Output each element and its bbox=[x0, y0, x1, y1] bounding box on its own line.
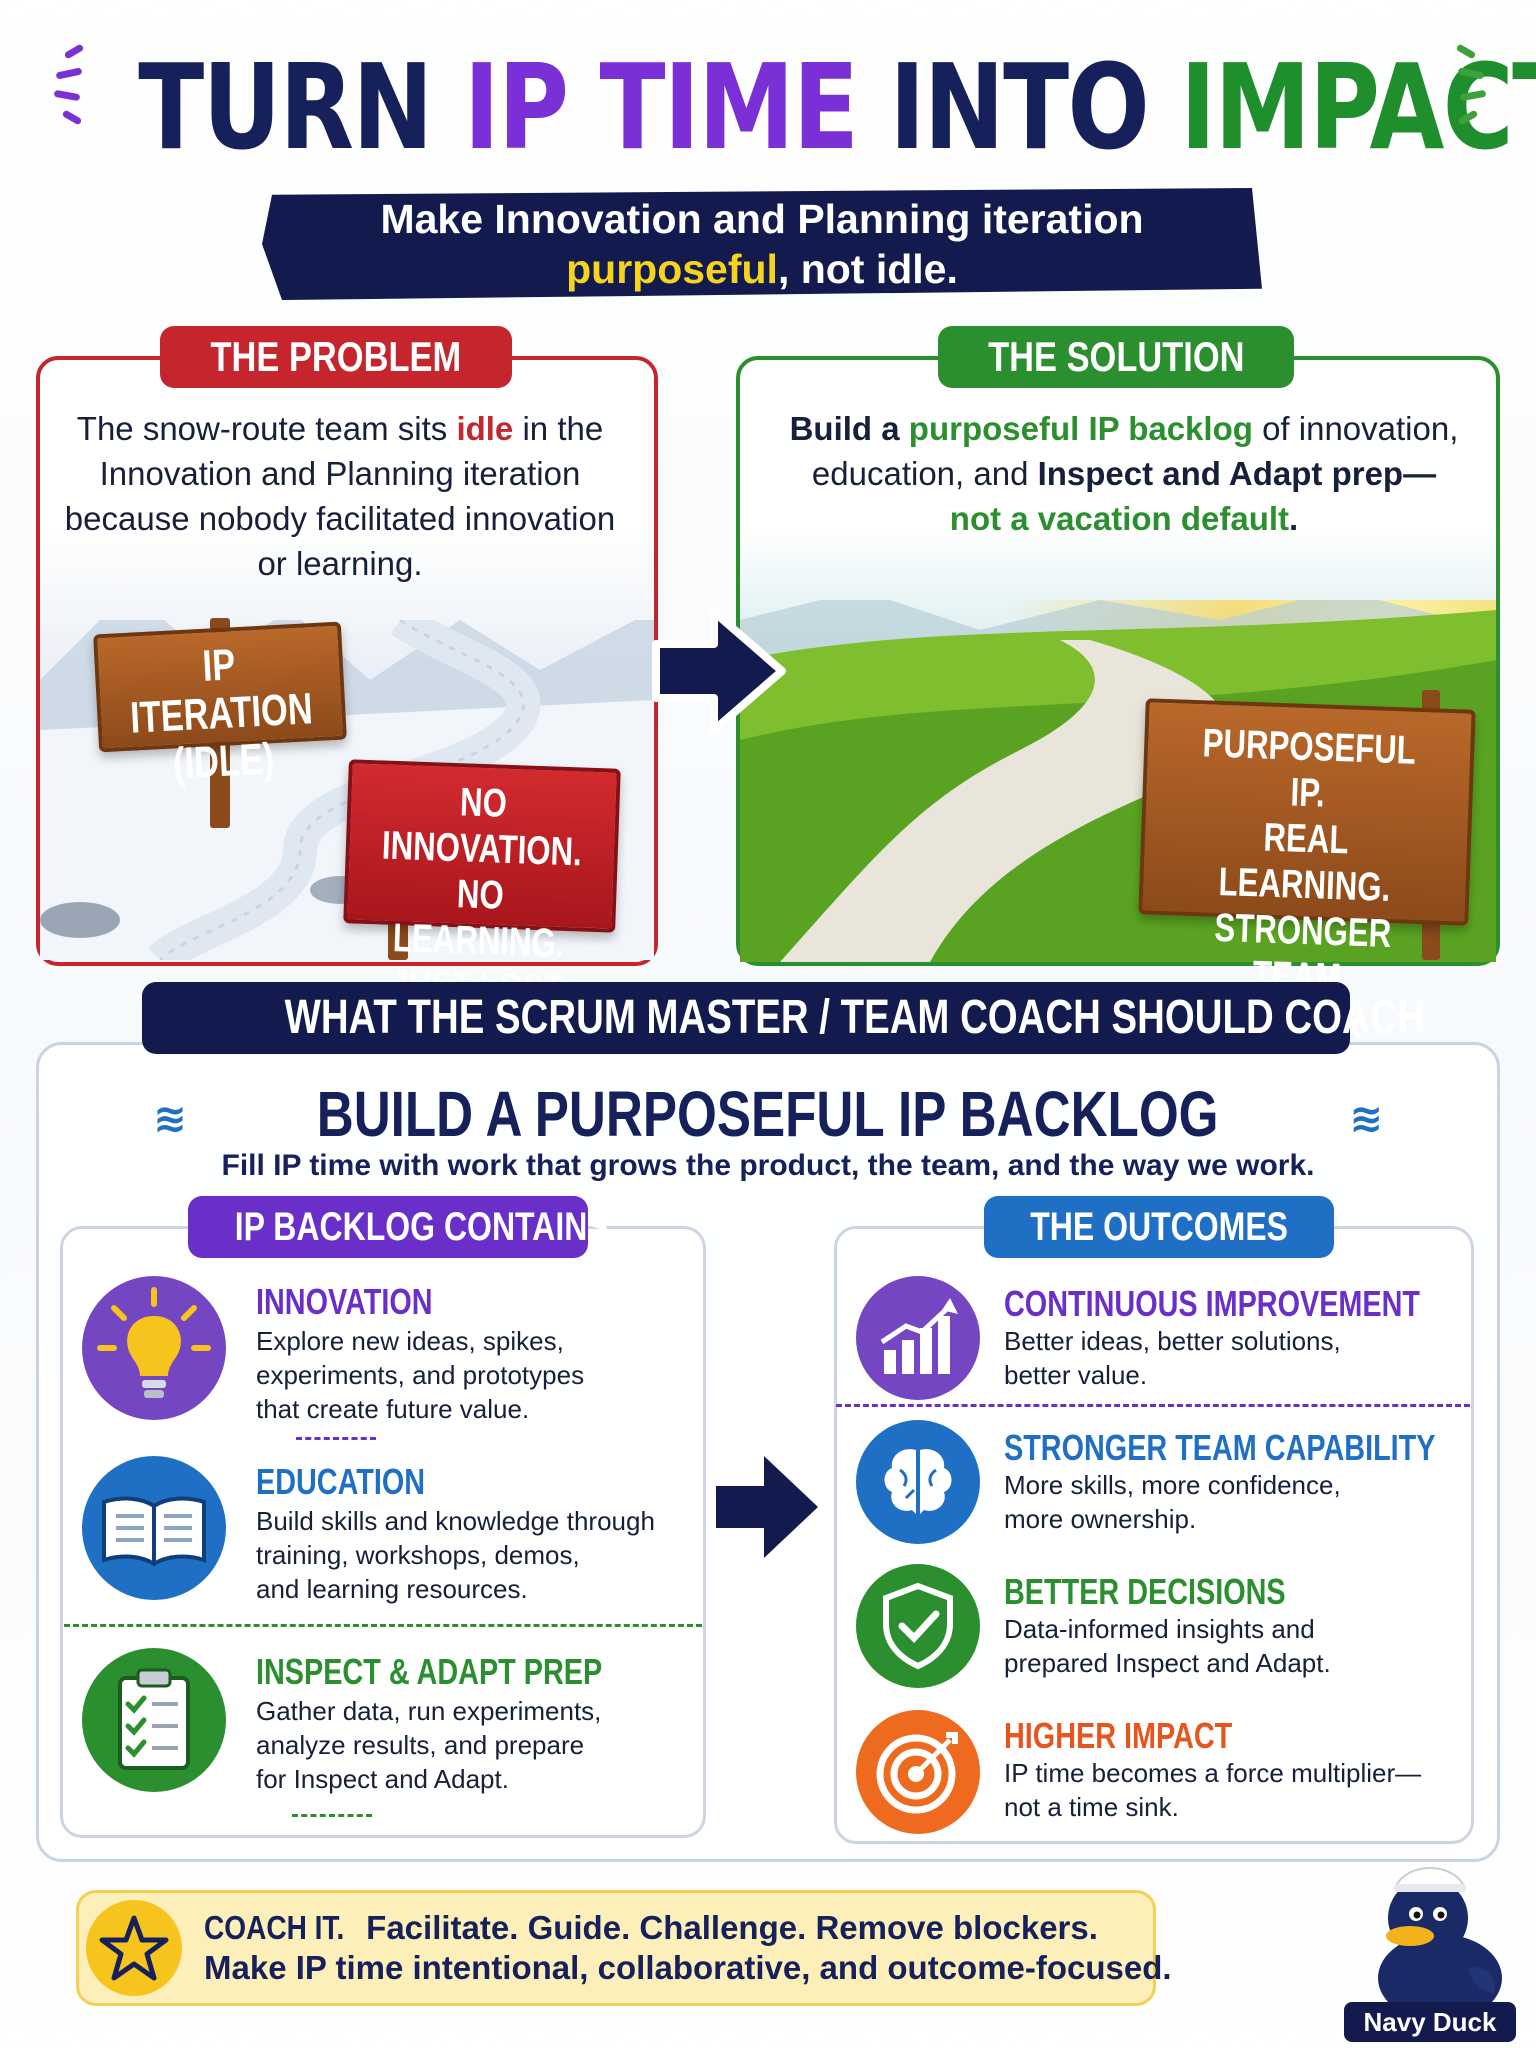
heading-burst-right-icon: ≋ bbox=[1349, 1097, 1383, 1142]
build-subheading: Fill IP time with work that grows the pr… bbox=[221, 1149, 1315, 1182]
subtitle-banner: Make Innovation and Planning iteration p… bbox=[262, 188, 1262, 300]
problem-idle-highlight: idle bbox=[456, 410, 514, 447]
mascot-label: Navy Duck bbox=[1344, 2002, 1516, 2042]
arrow-right-icon bbox=[652, 608, 786, 734]
purposeful-ip-sign: PURPOSEFUL IP. REAL LEARNING. STRONGER T… bbox=[1138, 698, 1476, 1094]
book-icon bbox=[82, 1456, 226, 1600]
subtitle-line-2: purposeful, not idle. bbox=[262, 244, 1262, 294]
solution-vacation-highlight: not a vacation default bbox=[949, 500, 1290, 537]
problem-label: THE PROBLEM bbox=[160, 326, 512, 388]
shield-check-icon bbox=[856, 1564, 980, 1688]
footer-line-2: Make IP time intentional, collaborative,… bbox=[204, 1949, 1172, 1986]
clipboard-icon bbox=[82, 1648, 226, 1792]
item-title-inspect-adapt-prep: INSPECT & ADAPT PREP bbox=[256, 1651, 603, 1692]
outcome-title-stronger-team: STRONGER TEAM CAPABILITY bbox=[1004, 1427, 1436, 1468]
outcome-title-continuous-improvement: CONTINUOUS IMPROVEMENT bbox=[1004, 1283, 1421, 1324]
coach-banner: WHAT THE SCRUM MASTER / TEAM COACH SHOUL… bbox=[142, 982, 1425, 1054]
title-word-ip-time: IP TIME bbox=[463, 38, 859, 176]
solution-text: Build a purposeful IP backlog of innovat… bbox=[789, 410, 1459, 537]
item-title-education: EDUCATION bbox=[256, 1461, 426, 1502]
build-heading: ≋ BUILD A PURPOSEFUL IP BACKLOG ≋ bbox=[153, 1078, 1383, 1150]
title-word-into: INTO bbox=[889, 38, 1149, 176]
item-title-innovation: INNOVATION bbox=[256, 1281, 433, 1322]
navy-duck-mascot-icon bbox=[1378, 1867, 1502, 2022]
outcome-desc-continuous-improvement: Better ideas, better solutions, better v… bbox=[1004, 1326, 1341, 1390]
title-burst-left-icon bbox=[50, 40, 96, 130]
growth-chart-icon bbox=[856, 1276, 980, 1400]
lightbulb-icon bbox=[82, 1276, 226, 1420]
divider bbox=[836, 1404, 1470, 1407]
item-desc-innovation: Explore new ideas, spikes, experiments, … bbox=[256, 1326, 585, 1424]
subtitle-line-2-rest: , not idle. bbox=[777, 246, 958, 292]
divider bbox=[296, 1437, 376, 1440]
item-desc-education: Build skills and knowledge through train… bbox=[256, 1506, 655, 1604]
title-word-impact: IMPACT bbox=[1180, 38, 1536, 176]
outcomes-label: THE OUTCOMES bbox=[984, 1196, 1334, 1258]
solution-label: THE SOLUTION bbox=[938, 326, 1294, 388]
target-icon bbox=[856, 1710, 980, 1834]
outcome-desc-better-decisions: Data-informed insights and prepared Insp… bbox=[1004, 1614, 1331, 1678]
subtitle-highlight: purposeful bbox=[566, 246, 778, 292]
page-title: TURN IP TIME INTO IMPACT bbox=[138, 32, 1536, 182]
outcome-desc-stronger-team: More skills, more confidence, more owner… bbox=[1004, 1470, 1341, 1534]
outcome-title-higher-impact: HIGHER IMPACT bbox=[1004, 1715, 1233, 1756]
outcome-title-better-decisions: BETTER DECISIONS bbox=[1004, 1571, 1286, 1612]
solution-backlog-highlight: purposeful IP backlog bbox=[908, 410, 1253, 447]
ip-iteration-idle-sign: IP ITERATION (IDLE) bbox=[93, 621, 347, 789]
subtitle-line-1: Make Innovation and Planning iteration bbox=[380, 196, 1144, 242]
no-innovation-sign: NO INNOVATION. NO LEARNING. JUST LOST TI… bbox=[343, 759, 621, 1056]
footer-line-1: COACH IT. Facilitate. Guide. Challenge. … bbox=[204, 1909, 1098, 1946]
problem-text: The snow-route team sits idle in the Inn… bbox=[64, 410, 616, 582]
divider bbox=[64, 1624, 702, 1627]
outcome-desc-higher-impact: IP time becomes a force multiplier— not … bbox=[1004, 1758, 1422, 1822]
coach-it-callout bbox=[76, 1890, 1156, 2006]
backlog-contains-label: IP BACKLOG CONTAINS bbox=[188, 1196, 609, 1258]
title-word-turn: TURN bbox=[138, 38, 433, 176]
arrow-right-icon bbox=[716, 1456, 818, 1558]
divider bbox=[292, 1814, 372, 1817]
title-burst-right-icon bbox=[1444, 40, 1490, 130]
star-icon bbox=[86, 1900, 182, 1996]
footer-coach-it: COACH IT. bbox=[204, 1909, 345, 1946]
heading-burst-left-icon: ≋ bbox=[153, 1097, 187, 1142]
item-desc-inspect-adapt-prep: Gather data, run experiments, analyze re… bbox=[256, 1696, 602, 1794]
brain-icon bbox=[856, 1420, 980, 1544]
